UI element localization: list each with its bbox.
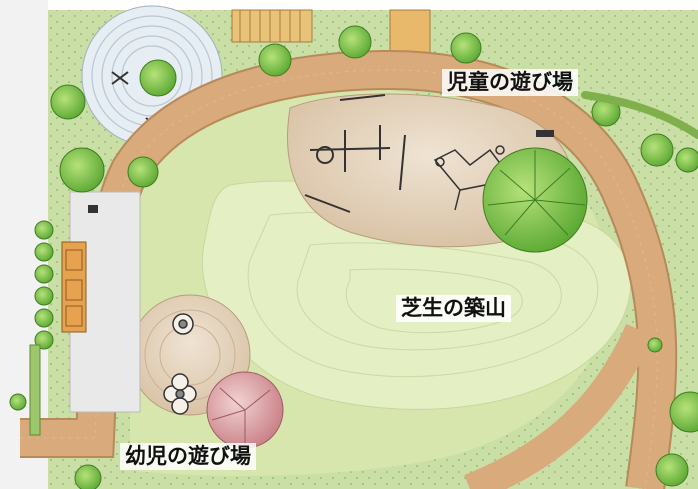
hedge-left (29, 344, 41, 436)
inner-path-segment (464, 323, 654, 489)
label-lawn-mound: 芝生の築山 (396, 295, 511, 323)
stairs-structure (231, 9, 313, 43)
label-children-play-area: 児童の遊び場 (442, 69, 578, 97)
plaza-tree-icon (139, 59, 177, 97)
flower-play-icon (163, 313, 197, 415)
tree-row-left (34, 220, 54, 350)
bench-icon (88, 205, 98, 213)
bench-icon-right (536, 130, 554, 137)
combination-play-equipment-icon (433, 145, 507, 211)
hedge-top-right (581, 91, 698, 139)
climbing-bars-icon (304, 94, 406, 213)
label-toddler-play-area: 幼児の遊び場 (120, 443, 256, 471)
scattered-trees (9, 25, 698, 489)
